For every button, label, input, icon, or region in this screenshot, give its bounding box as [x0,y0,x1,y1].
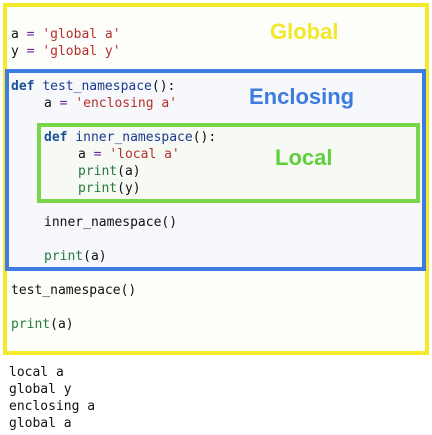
global-scope-label: Global [270,19,339,44]
code-line-global-a: a = 'global a' [11,27,121,42]
code-line-def-test-namespace: def test_namespace(): [11,79,176,94]
local-scope-label: Local [275,145,333,170]
local-scope-box [37,123,420,203]
code-line-call-test-namespace: test_namespace() [11,283,137,298]
code-line-local-a: a = 'local a' [78,147,180,162]
code-line-print-a-enclosing: print(a) [44,249,107,264]
code-line-global-y: y = 'global y' [11,44,121,59]
code-line-print-y: print(y) [78,181,141,196]
output-line-4: global a [9,416,72,431]
output-line-1: local a [9,365,64,380]
output-line-2: global y [9,382,72,397]
enclosing-scope-label: Enclosing [249,84,355,109]
output-line-3: enclosing a [9,399,96,414]
code-line-def-inner-namespace: def inner_namespace(): [44,130,217,145]
code-line-print-a-local: print(a) [78,164,141,179]
code-line-call-inner-namespace: inner_namespace() [44,215,178,230]
code-line-enclosing-a: a = 'enclosing a' [44,96,178,111]
code-line-print-a-global: print(a) [11,317,74,332]
